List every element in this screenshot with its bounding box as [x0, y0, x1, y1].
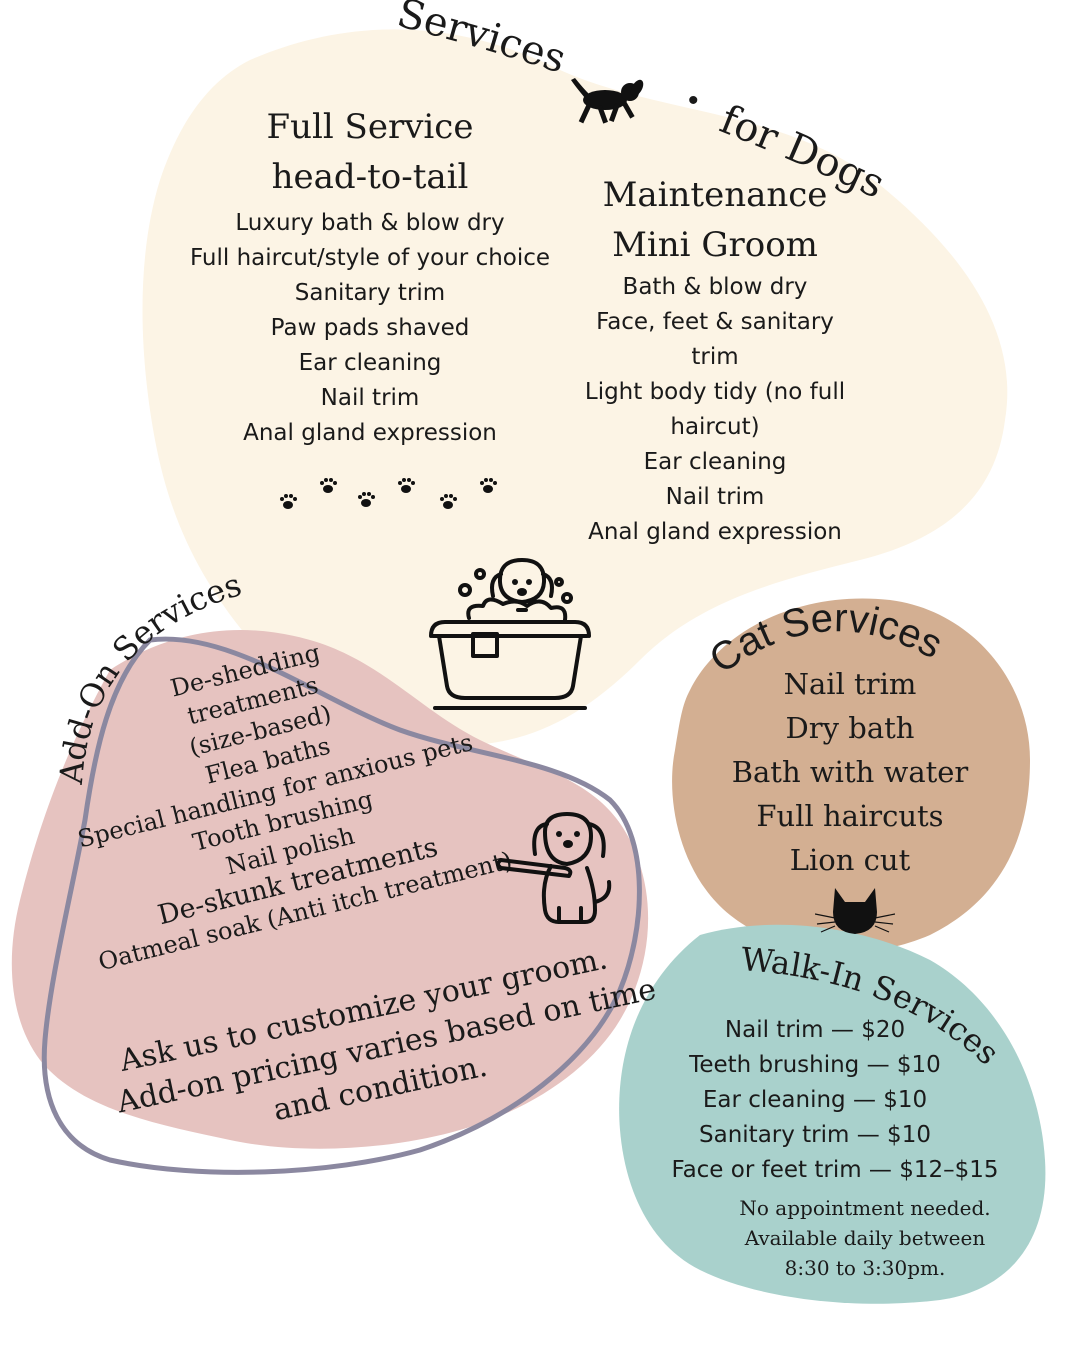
walkin-item: Teeth brushing — $10	[689, 1052, 941, 1078]
paw-prints-icon	[280, 478, 497, 509]
cat-head-icon	[815, 888, 895, 934]
title-left: Services	[392, 0, 571, 83]
walkin-item: Sanitary trim — $10	[699, 1122, 931, 1148]
maintenance-item: trim	[691, 344, 739, 370]
walkin-note-line: Available daily between	[744, 1226, 986, 1250]
maintenance-item: Face, feet & sanitary	[596, 309, 834, 335]
walkin-note: No appointment needed. Available daily b…	[725, 1193, 1005, 1283]
full-service-item: Luxury bath & blow dry	[235, 210, 505, 236]
tan-blob	[672, 598, 1030, 953]
cat-item: Lion cut	[789, 843, 911, 877]
maintenance-item: Bath & blow dry	[622, 274, 808, 300]
full-service-item: Sanitary trim	[294, 280, 446, 306]
full-service-heading-1: Full Service	[266, 107, 474, 147]
cat-item: Bath with water	[731, 755, 969, 789]
full-service-section: Full Service head-to-tail Luxury bath & …	[170, 102, 570, 451]
dog-bath-icon	[429, 558, 591, 710]
maintenance-item: haircut)	[670, 414, 760, 440]
maintenance-item: Anal gland expression	[588, 519, 842, 545]
full-service-item: Nail trim	[320, 385, 420, 411]
title-separator: •	[688, 84, 699, 117]
maintenance-section: Maintenance Mini Groom Bath & blow dry F…	[560, 170, 870, 550]
cat-item: Full haircuts	[756, 799, 944, 833]
maintenance-heading-2: Mini Groom	[612, 225, 818, 265]
cat-item: Dry bath	[785, 711, 915, 745]
walkin-note-line: No appointment needed.	[739, 1196, 991, 1220]
pink-blob	[11, 630, 649, 1149]
walkin-note-line: 8:30 to 3:30pm.	[784, 1256, 946, 1280]
lavender-outline	[41, 636, 642, 1175]
maintenance-item: Light body tidy (no full	[584, 379, 846, 405]
cat-section: Nail trim Dry bath Bath with water Full …	[715, 662, 985, 882]
maintenance-item: Ear cleaning	[643, 449, 787, 475]
full-service-item: Full haircut/style of your choice	[189, 245, 551, 271]
full-service-item: Paw pads shaved	[270, 315, 470, 341]
full-service-item: Anal gland expression	[243, 420, 497, 446]
full-service-heading-2: head-to-tail	[271, 157, 469, 197]
walkin-item: Face or feet trim — $12–$15	[671, 1157, 999, 1183]
running-dog-icon	[571, 78, 644, 124]
page-title: Services	[392, 0, 571, 83]
walkin-item: Ear cleaning — $10	[702, 1087, 928, 1113]
maintenance-heading-1: Maintenance	[602, 175, 828, 215]
dog-toothbrush-icon	[496, 812, 612, 924]
walkin-item: Nail trim — $20	[724, 1017, 906, 1043]
full-service-item: Ear cleaning	[298, 350, 442, 376]
teal-blob	[619, 924, 1046, 1304]
cat-item: Nail trim	[783, 667, 917, 701]
maintenance-item: Nail trim	[665, 484, 765, 510]
walkin-section: Nail trim — $20 Teeth brushing — $10 Ear…	[650, 1013, 1020, 1188]
cream-blob	[142, 29, 1008, 746]
